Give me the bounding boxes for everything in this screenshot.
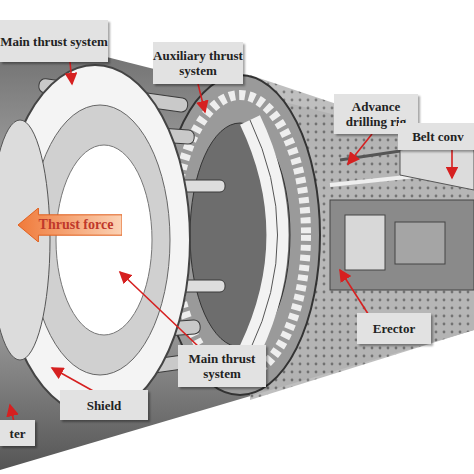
- part-label: Main thrust system: [178, 351, 266, 381]
- part-label: ter: [10, 426, 26, 441]
- leader-lines: [10, 62, 452, 422]
- label-box: Shield: [60, 390, 148, 420]
- machine-body: [0, 30, 474, 470]
- force-label: Thrust force: [27, 217, 114, 233]
- label-box: Erector: [357, 313, 431, 344]
- part-label: Erector: [373, 321, 415, 336]
- label-box: Main thrust system: [178, 345, 266, 387]
- label-box: ter: [0, 420, 35, 446]
- backup-equipment: [330, 138, 474, 290]
- shield-ring: [0, 65, 190, 415]
- label-box: Auxiliary thrust system: [153, 42, 243, 84]
- part-label: Belt conv: [412, 129, 464, 144]
- part-label: Main thrust system: [0, 34, 108, 49]
- label-box: Main thrust system: [0, 20, 108, 62]
- part-label: Shield: [87, 398, 122, 413]
- label-box: Belt conv: [398, 123, 474, 150]
- part-label: Auxiliary thrust system: [153, 48, 243, 78]
- force-arrow: Thrust force: [18, 208, 122, 242]
